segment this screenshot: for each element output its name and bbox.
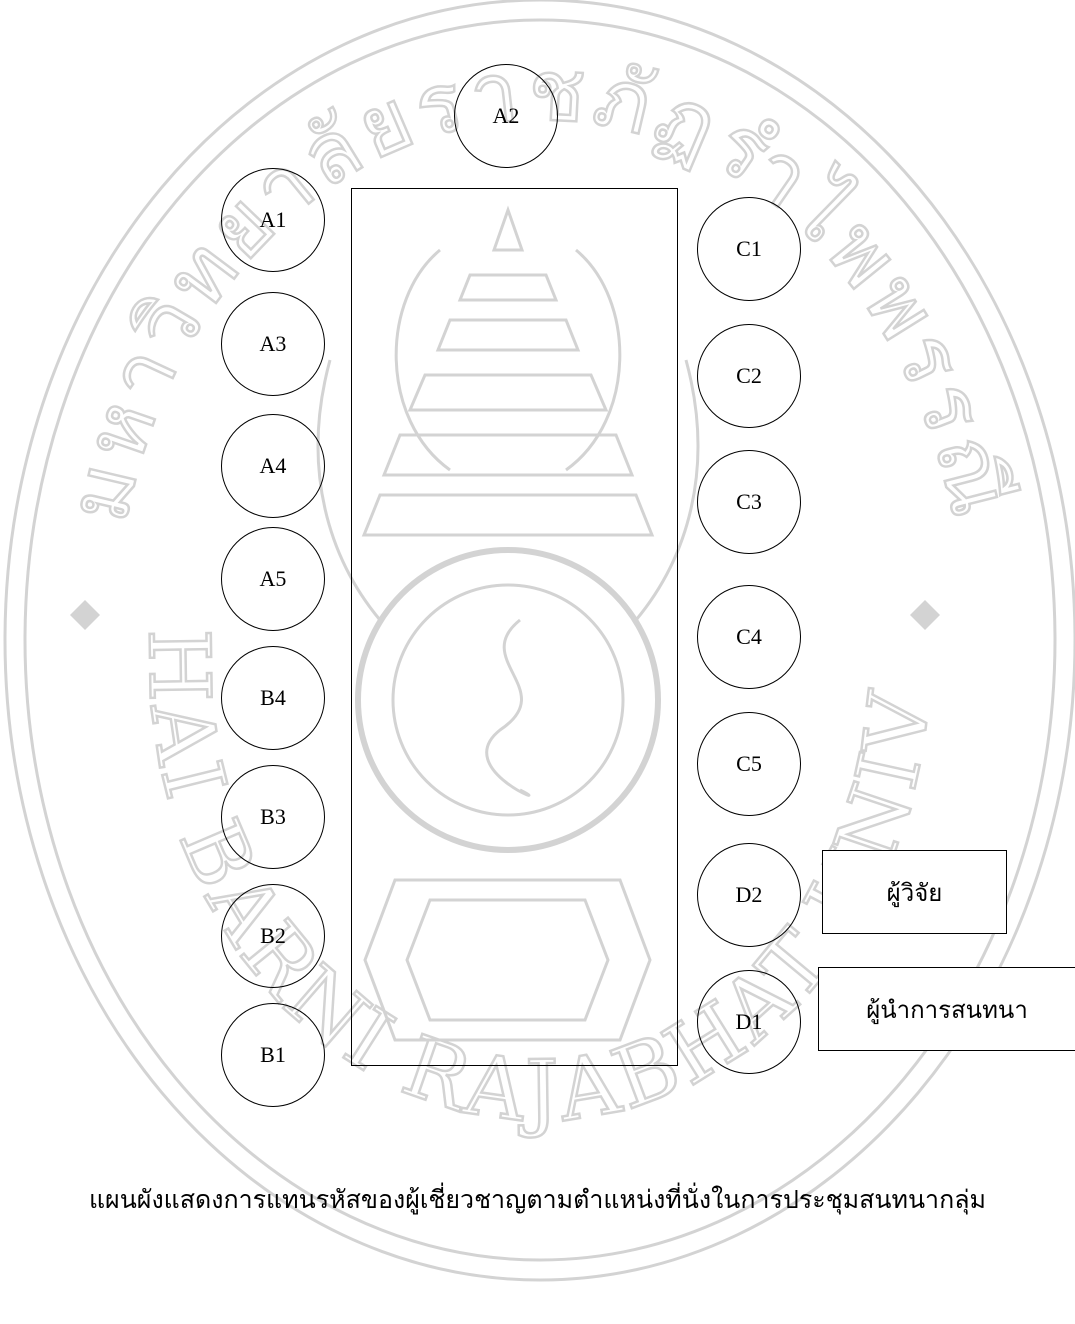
seat-d1: D1 bbox=[697, 970, 801, 1074]
seat-c4: C4 bbox=[697, 585, 801, 689]
seat-d2: D2 bbox=[697, 843, 801, 947]
seat-a1: A1 bbox=[221, 168, 325, 272]
seat-a5: A5 bbox=[221, 527, 325, 631]
meeting-table bbox=[351, 188, 678, 1066]
seat-c5: C5 bbox=[697, 712, 801, 816]
seat-c1: C1 bbox=[697, 197, 801, 301]
seat-b4: B4 bbox=[221, 646, 325, 750]
seat-b1: B1 bbox=[221, 1003, 325, 1107]
seat-b3: B3 bbox=[221, 765, 325, 869]
moderator-label: ผู้นำการสนทนา bbox=[818, 967, 1075, 1051]
seat-a3: A3 bbox=[221, 292, 325, 396]
seat-a4: A4 bbox=[221, 414, 325, 518]
seat-b2: B2 bbox=[221, 884, 325, 988]
seat-a2: A2 bbox=[454, 64, 558, 168]
seat-c2: C2 bbox=[697, 324, 801, 428]
seat-c3: C3 bbox=[697, 450, 801, 554]
diagram-caption: แผนผังแสดงการแทนรหัสของผู้เชี่ยวชาญตามตำ… bbox=[0, 1180, 1075, 1220]
researcher-label: ผู้วิจัย bbox=[822, 850, 1007, 934]
